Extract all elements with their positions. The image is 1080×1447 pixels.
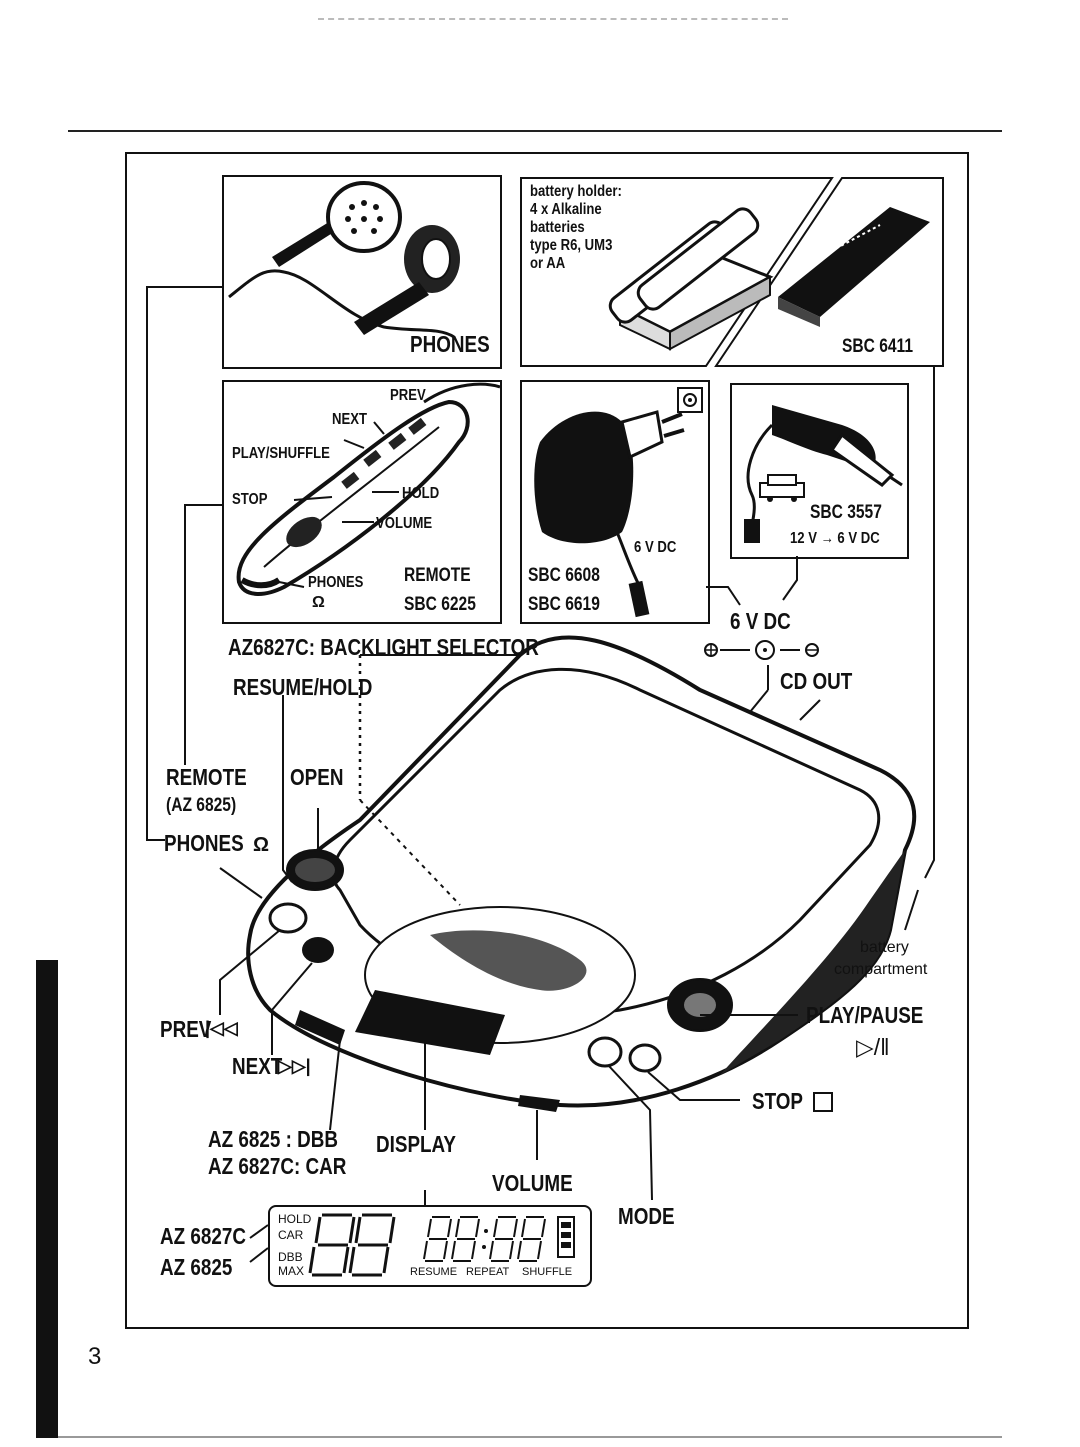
remote-play-shuffle-label: PLAY/SHUFFLE	[232, 445, 330, 462]
remote-model-label: SBC 6225	[404, 594, 476, 615]
dc-in-label: 6 V DC	[730, 608, 791, 634]
phones-callout-label: PHONES	[164, 830, 244, 856]
phones-label: PHONES	[410, 331, 490, 357]
play-pause-label: PLAY/PAUSE	[806, 1002, 924, 1028]
battery-holder-text: battery holder: 4 x Alkaline batteries t…	[530, 183, 642, 273]
battery-callout-label-2: compartment	[834, 961, 928, 978]
lcd-car-indicator: CAR	[278, 1228, 304, 1242]
car-adapter-panel: SBC 3557 12 V → 6 V DC	[730, 383, 909, 559]
scan-marks	[318, 18, 788, 22]
battery-text-line: 4 x Alkaline	[530, 201, 602, 218]
remote-volume-label: VOLUME	[376, 515, 433, 532]
play-pause-icon: ▷/‖	[856, 1034, 890, 1060]
remote-illustration	[236, 382, 500, 596]
headphone-icon: Ω	[253, 834, 270, 856]
remote-phones-label: PHONES	[308, 574, 364, 591]
cd-out-label: CD OUT	[780, 668, 853, 694]
open-label: OPEN	[290, 764, 344, 790]
adapter-panel: 6 V DC SBC 6608 SBC 6619	[520, 380, 710, 624]
model-az6827c-label: AZ 6827C	[160, 1223, 246, 1249]
car-label: AZ 6827C: CAR	[208, 1153, 347, 1179]
adapter-illustration	[534, 387, 703, 618]
display-label: DISPLAY	[376, 1131, 457, 1157]
page-number: 3	[88, 1343, 102, 1370]
top-rule	[68, 130, 1002, 132]
remote-panel: PREV NEXT PLAY/SHUFFLE STOP HOLD VOLUME …	[222, 380, 502, 624]
battery-text-line: type R6, UM3	[530, 237, 613, 254]
lcd-repeat-indicator: REPEAT	[466, 1266, 510, 1278]
adapter-model-2-label: SBC 6619	[528, 594, 600, 615]
backlight-selector-label: AZ6827C: BACKLIGHT SELECTOR	[228, 634, 539, 660]
figure-frame	[125, 152, 969, 1329]
model-az6825-label: AZ 6825	[160, 1254, 233, 1280]
remote-hold-label: HOLD	[402, 485, 440, 502]
lcd-resume-indicator: RESUME	[410, 1266, 458, 1278]
battery-callout-label-1: battery	[860, 939, 909, 956]
phones-panel: PHONES	[222, 175, 502, 369]
remote-callout-label: REMOTE	[166, 764, 247, 790]
resume-hold-label: RESUME/HOLD	[233, 674, 373, 700]
car-adapter-model-label: SBC 3557	[810, 502, 882, 523]
remote-model-callout-label: (AZ 6825)	[166, 795, 237, 816]
binding-strip	[36, 960, 58, 1438]
prev-label: PREV	[160, 1016, 212, 1042]
battery-panel: battery holder: 4 x Alkaline batteries t…	[520, 177, 944, 367]
battery-panel-frame	[520, 177, 944, 367]
stop-label: STOP	[752, 1088, 804, 1114]
lcd-dbb-indicator: DBB	[278, 1250, 303, 1264]
adapter-voltage-label: 6 V DC	[634, 539, 677, 556]
prev-icon: |◁◁	[205, 1018, 238, 1038]
next-label: NEXT	[232, 1053, 283, 1079]
battery-pack-label: SBC 6411	[842, 336, 914, 357]
remote-next-label: NEXT	[332, 411, 367, 428]
battery-text-line: or AA	[530, 255, 566, 272]
adapter-model-1-label: SBC 6608	[528, 565, 600, 586]
bottom-rule	[58, 1436, 1002, 1438]
lcd-display: HOLD CAR DBB MAX RESUME REPEAT SHUFFLE	[268, 1205, 592, 1287]
lcd-shuffle-indicator: SHUFFLE	[522, 1266, 573, 1278]
stop-square-icon	[813, 1092, 833, 1112]
remote-title-label: REMOTE	[404, 565, 471, 586]
lcd-hold-indicator: HOLD	[278, 1212, 312, 1226]
battery-text-line: batteries	[530, 219, 585, 236]
car-adapter-voltage-label: 12 V → 6 V DC	[790, 530, 880, 547]
battery-text-line: battery holder:	[530, 183, 622, 200]
lcd-max-indicator: MAX	[278, 1264, 305, 1278]
remote-headphone-icon: Ω	[312, 594, 325, 611]
remote-prev-label: PREV	[390, 387, 426, 404]
mode-label: MODE	[618, 1203, 675, 1229]
remote-stop-label: STOP	[232, 491, 268, 508]
dbb-label: AZ 6825 : DBB	[208, 1126, 338, 1152]
lcd-segments	[308, 1213, 575, 1277]
earphones-illustration	[228, 181, 460, 339]
next-icon: ▷▷|	[278, 1056, 311, 1076]
volume-label: VOLUME	[492, 1170, 573, 1196]
car-adapter-illustration	[744, 405, 903, 543]
